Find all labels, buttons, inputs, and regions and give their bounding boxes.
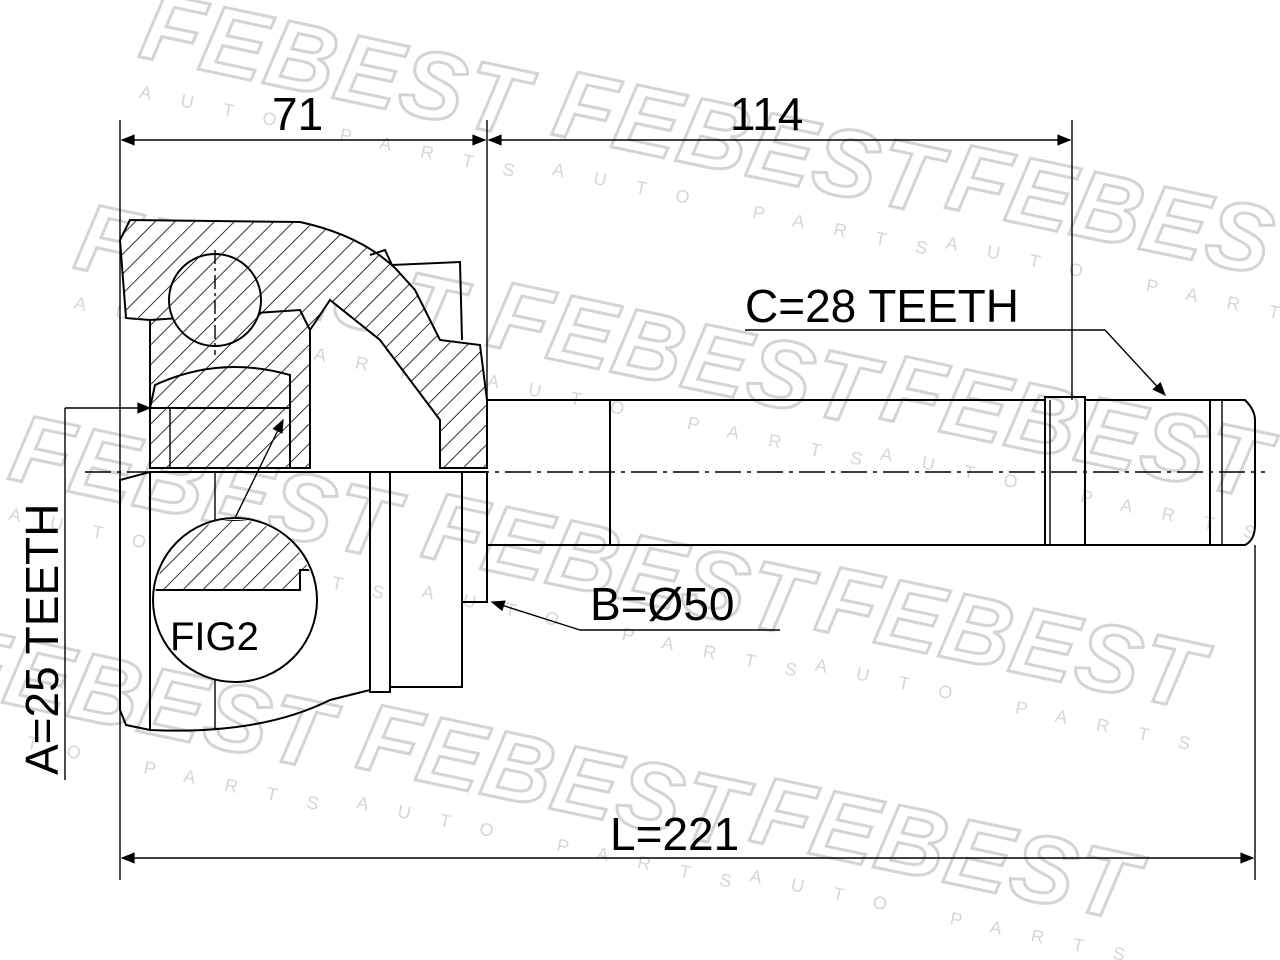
fig2-hatch: [155, 520, 315, 591]
boot-clamp-upper: [369, 248, 463, 341]
spline-hub: [149, 407, 291, 469]
housing-lower-body: [149, 471, 371, 732]
fig2-label: FIG2: [170, 615, 259, 659]
joint-housing: [118, 218, 488, 732]
boot-flange-lower: [461, 471, 488, 603]
fig2-leader: [234, 418, 284, 519]
dim-shaft-length: 114: [730, 88, 803, 140]
ball-cage: [148, 366, 291, 409]
fig2-detail: FIG2: [152, 418, 318, 683]
outer-spline-leader: [1104, 329, 1166, 397]
dim-housing-length: 71: [272, 88, 323, 140]
label-seal-diameter: B=Ø50: [590, 578, 735, 630]
dim-total-length: L=221: [610, 808, 739, 860]
shaft-tip: [1209, 399, 1256, 546]
seal-leader: [490, 600, 581, 631]
dimensions: 71 114 L=221 A=25 TEETH C=28 TEETH B=Ø50: [16, 88, 1256, 880]
label-outer-spline: C=28 TEETH: [745, 280, 1019, 332]
label-inner-spline: A=25 TEETH: [16, 504, 68, 775]
drive-shaft: [487, 396, 1256, 546]
